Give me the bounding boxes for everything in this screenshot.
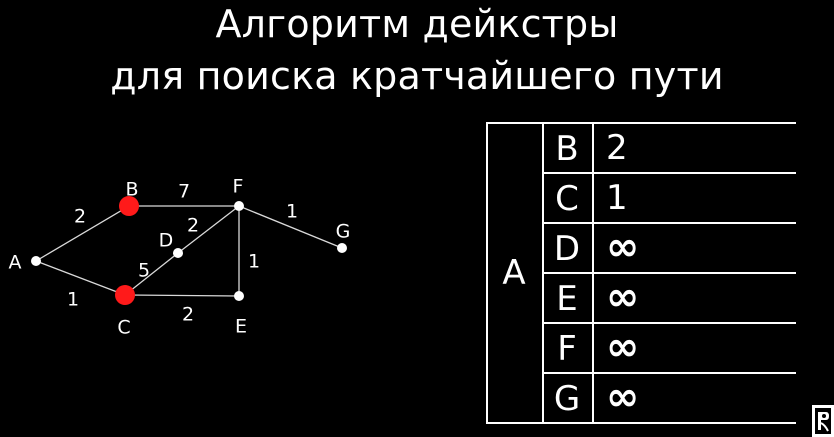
graph-node-c bbox=[115, 285, 135, 305]
edge-weight-label: 2 bbox=[74, 206, 86, 228]
graph-nodes bbox=[31, 196, 347, 305]
table-row-node: B bbox=[555, 129, 579, 169]
graph-node-d bbox=[173, 248, 183, 258]
graph-edge-a-b bbox=[35, 205, 130, 262]
table-border-top bbox=[486, 122, 796, 124]
graph-edge-c-d bbox=[124, 252, 179, 296]
table-row-divider bbox=[542, 272, 796, 274]
table-row-distance: ∞ bbox=[606, 324, 640, 370]
node-label-c: C bbox=[117, 317, 130, 339]
graph-edge-a-c bbox=[35, 260, 126, 296]
node-label-e: E bbox=[235, 316, 247, 338]
graph-node-f bbox=[234, 201, 244, 211]
edge-weight-label: 2 bbox=[182, 304, 194, 326]
table-row-divider bbox=[542, 322, 796, 324]
table-row-distance: 2 bbox=[606, 128, 628, 168]
table-row-node: E bbox=[556, 279, 578, 319]
table-row-distance: ∞ bbox=[606, 224, 640, 270]
edge-weight-label: 1 bbox=[286, 201, 298, 223]
graph-node-labels: A B C D E F G bbox=[9, 176, 351, 339]
edge-weight-label: 5 bbox=[138, 260, 150, 282]
graph-node-a bbox=[31, 256, 41, 266]
table-row-distance: ∞ bbox=[606, 374, 640, 420]
table-row-divider bbox=[542, 172, 796, 174]
node-label-b: B bbox=[125, 179, 138, 201]
graph-node-g bbox=[337, 243, 347, 253]
graph-edge-f-g bbox=[238, 205, 343, 249]
table-row-divider bbox=[542, 372, 796, 374]
edge-weight-label: 2 bbox=[187, 215, 199, 237]
table-row-node: G bbox=[553, 379, 581, 419]
page-title: Алгоритм дейкстры bbox=[215, 2, 619, 46]
table-row-distance: ∞ bbox=[606, 274, 640, 320]
graph-edge-c-e bbox=[124, 294, 240, 297]
graph-edges bbox=[35, 205, 343, 297]
table-row-node: F bbox=[557, 329, 577, 369]
graph-edge-weights: 2 1 7 5 2 2 1 1 bbox=[67, 181, 298, 326]
node-label-a: A bbox=[9, 252, 22, 274]
graph-diagram: 2 1 7 5 2 2 1 1 A B C D E F G bbox=[9, 176, 351, 339]
table-row-node: C bbox=[555, 179, 579, 219]
table-border-left bbox=[486, 122, 488, 424]
table-border-bottom bbox=[486, 422, 796, 424]
graph-edge-d-f bbox=[177, 205, 240, 254]
edge-weight-label: 7 bbox=[178, 181, 190, 203]
node-label-g: G bbox=[336, 221, 351, 243]
graph-node-b bbox=[119, 196, 139, 216]
table-source-node: A bbox=[502, 253, 526, 293]
table-row-node: D bbox=[553, 229, 581, 269]
graph-node-e bbox=[234, 291, 244, 301]
channel-logo-icon bbox=[812, 405, 834, 437]
edge-weight-label: 1 bbox=[248, 251, 260, 273]
node-label-d: D bbox=[159, 230, 174, 252]
table-row-distance: 1 bbox=[606, 178, 628, 218]
edge-weight-label: 1 bbox=[67, 289, 79, 311]
table-row-divider bbox=[542, 222, 796, 224]
distance-table: A B 2 C 1 D ∞ E ∞ F ∞ G ∞ bbox=[486, 122, 796, 424]
node-label-f: F bbox=[233, 176, 244, 198]
page-subtitle: для поиска кратчайшего пути bbox=[110, 54, 724, 98]
